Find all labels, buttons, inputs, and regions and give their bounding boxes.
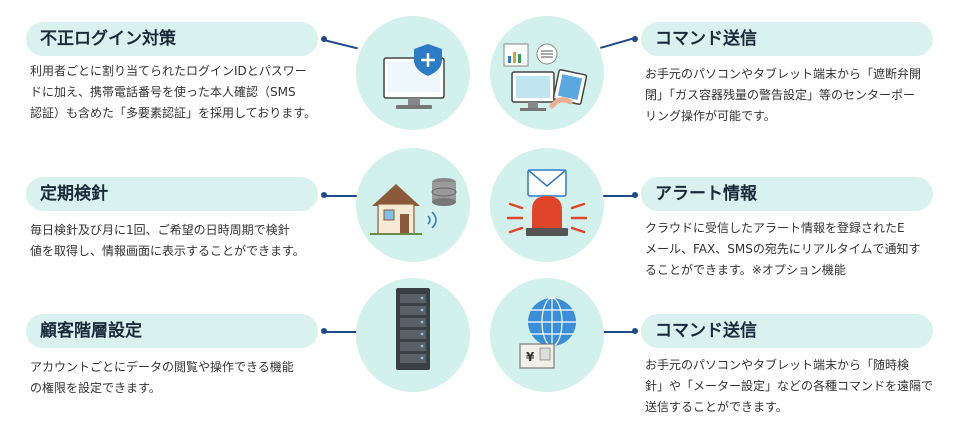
desc-line: 閉」「ガス容器残量の警告設定」等のセンターポー	[645, 88, 916, 102]
desc-line: リング操作が可能です。	[645, 109, 776, 123]
desc-line: クラウドに受信したアラート情報を登録されたE	[645, 221, 905, 235]
connector-line	[324, 331, 357, 333]
desc-line: ドに加え、携帯電話番号を使った本人確認（SMS	[30, 85, 296, 99]
desc-line: アカウントごとにデータの閲覧や操作できる機能	[30, 360, 294, 374]
connector-line	[600, 37, 634, 49]
connector-dot	[632, 192, 638, 198]
desc-line: ることができます。※オプション機能	[645, 263, 846, 277]
feature-title-command-send: コマンド送信	[641, 22, 933, 56]
desc-line: 送信することができます。	[645, 400, 788, 414]
server-rack-icon	[356, 278, 470, 392]
dashboard-computer-icon	[490, 16, 604, 130]
feature-title-meter-reading: 定期検針	[26, 177, 318, 211]
desc-line: お手元のパソコンやタブレット端末から「随時検	[645, 358, 910, 372]
security-monitor-icon	[356, 16, 470, 130]
house-meter-icon	[356, 148, 470, 262]
feature-desc-command-send: お手元のパソコンやタブレット端末から「遮断弁開 閉」「ガス容器残量の警告設定」等…	[645, 64, 945, 127]
desc-line: 利用者ごとに割り当てられたログインIDとパスワー	[30, 64, 307, 78]
feature-title-login-security: 不正ログイン対策	[26, 22, 318, 56]
desc-line: 値を取得し、情報画面に表示することができます。	[30, 244, 305, 258]
connector-line	[602, 331, 634, 333]
connector-dot	[632, 36, 638, 42]
feature-desc-customer-hierarchy: アカウントごとにデータの閲覧や操作できる機能 の権限を設定できます。	[30, 357, 340, 399]
desc-line: 毎日検針及び月に1回、ご希望の日時周期で検針	[30, 223, 290, 237]
desc-line: 針」や「メーター設定」などの各種コマンドを遠隔で	[645, 379, 934, 393]
connector-line	[323, 39, 358, 49]
feature-desc-meter-reading: 毎日検針及び月に1回、ご希望の日時周期で検針 値を取得し、情報画面に表示すること…	[30, 220, 340, 262]
connector-line	[324, 195, 357, 197]
feature-desc-command-send-2: お手元のパソコンやタブレット端末から「随時検 針」や「メーター設定」などの各種コ…	[645, 355, 945, 418]
feature-title-customer-hierarchy: 顧客階層設定	[26, 314, 318, 348]
connector-dot	[632, 328, 638, 334]
desc-line: の権限を設定できます。	[30, 381, 161, 395]
feature-desc-alert-info: クラウドに受信したアラート情報を登録されたE メール、FAX、SMSの宛先にリア…	[645, 218, 945, 281]
connector-line	[602, 195, 634, 197]
desc-line: メール、FAX、SMSの宛先にリアルタイムで通知す	[645, 242, 921, 256]
feature-title-command-send-2: コマンド送信	[641, 314, 933, 348]
globe-yen-icon: ¥	[490, 278, 604, 392]
svg-text:¥: ¥	[526, 350, 535, 364]
feature-desc-login-security: 利用者ごとに割り当てられたログインIDとパスワー ドに加え、携帯電話番号を使った…	[30, 61, 340, 124]
feature-title-alert-info: アラート情報	[641, 177, 933, 211]
desc-line: お手元のパソコンやタブレット端末から「遮断弁開	[645, 67, 922, 81]
desc-line: 認証）も含めた「多要素認証」を採用しております。	[30, 106, 317, 120]
alert-siren-icon	[490, 148, 604, 262]
